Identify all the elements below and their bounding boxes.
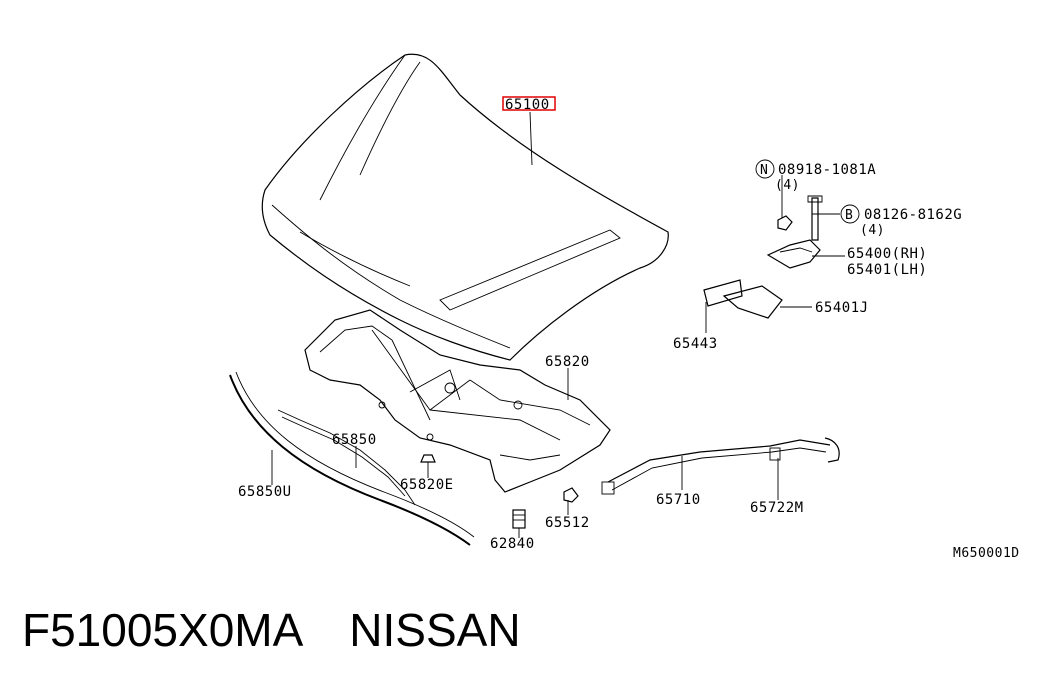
label-clip: 65512 — [545, 515, 590, 531]
callout-labels: 65100 N 08918-1081A (4) B 08126-8162G (4… — [238, 96, 1020, 561]
label-insulator: 65820 — [545, 354, 590, 370]
label-clip-e: 65820E — [400, 477, 454, 493]
hood-panel — [261, 53, 669, 361]
parts-diagram: 65100 N 08918-1081A (4) B 08126-8162G (4… — [229, 53, 1020, 561]
hood-inner-frame — [304, 309, 611, 493]
label-bumper: 62840 — [490, 536, 535, 552]
label-bolt-marker: B — [845, 208, 853, 223]
hood-label-highlight — [502, 96, 556, 111]
hood-rod — [601, 437, 840, 495]
label-nut-marker: N — [760, 163, 768, 178]
front-seal-strips — [229, 371, 475, 546]
hood-pads — [703, 279, 783, 319]
label-rod: 65710 — [656, 492, 701, 508]
label-nut-qty: (4) — [775, 178, 800, 193]
label-pad-j: 65401J — [815, 300, 869, 316]
label-bolt-code: 08126-8162G — [864, 207, 962, 223]
diagram-code: M650001D — [953, 546, 1020, 561]
label-hinge-lh: 65401(LH) — [847, 262, 927, 278]
label-hose: 65722M — [750, 500, 804, 516]
label-nut-code: 08918-1081A — [778, 162, 876, 178]
leader-lines — [271, 111, 845, 538]
label-seal-lower: 65850U — [238, 484, 292, 500]
footer-caption: F51005X0MA NISSAN — [22, 600, 521, 660]
label-hood: 65100 — [505, 97, 550, 113]
label-seal-upper: 65850 — [332, 432, 377, 448]
label-pad: 65443 — [673, 336, 718, 352]
footer-part-number: F51005X0MA — [22, 604, 304, 656]
label-bolt-qty: (4) — [860, 223, 885, 238]
label-hinge-rh: 65400(RH) — [847, 246, 927, 262]
footer-brand: NISSAN — [349, 604, 521, 656]
hood-hinge — [766, 195, 823, 269]
